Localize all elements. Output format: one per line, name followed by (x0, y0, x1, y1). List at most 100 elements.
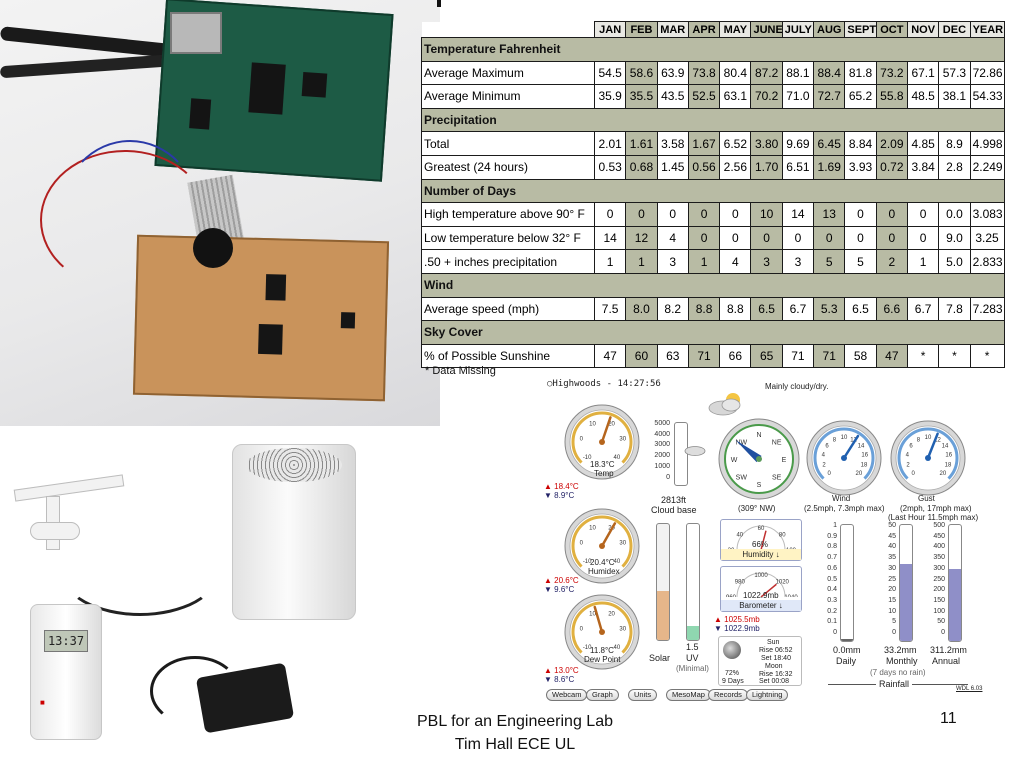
nav-button-units[interactable]: Units (628, 689, 658, 701)
scale-tick-label: 0 (666, 473, 670, 481)
table-cell: 4 (719, 249, 752, 274)
table-cell: 3.25 (969, 225, 1005, 251)
table-cell: 6.5 (844, 296, 877, 322)
table-cell: 6.51 (781, 154, 815, 180)
scale-tick-label: 300 (933, 564, 945, 572)
month-header: DEC (938, 21, 971, 38)
nav-button-mesomap[interactable]: MesoMap (666, 689, 711, 701)
moon-phase-icon (723, 641, 741, 659)
row-label: High temperature above 90° F (421, 202, 595, 227)
dial-tick-label: 4 (906, 453, 910, 459)
month-header: MAR (656, 21, 689, 38)
scale-tick-label: 0.2 (827, 607, 837, 615)
table-cell: 5.0 (938, 249, 971, 274)
barometer-trend: ↓ (778, 601, 783, 610)
table-cell: 73.2 (875, 60, 908, 86)
table-cell: 81.8 (844, 60, 877, 86)
uv-value: 1.5 (686, 642, 699, 652)
scale-tick-label: 0.4 (827, 586, 837, 594)
scale-tick-label: 0.3 (827, 596, 837, 604)
dial-tick-label: 0 (580, 437, 584, 443)
radiation-shield-top (246, 448, 342, 482)
table-cell: 8.8 (687, 296, 721, 322)
table-cell: 3.80 (750, 131, 783, 156)
table-cell: 2.01 (593, 131, 627, 156)
table-cell: 57.3 (938, 60, 971, 86)
solar-label: Solar (649, 653, 671, 663)
cloudbase-value: 2813ft (661, 495, 687, 505)
month-header: SEPT (844, 21, 877, 38)
table-cell: 0 (813, 225, 846, 251)
scale-tick-label: 0 (892, 629, 896, 637)
table-cell: 5.3 (813, 296, 846, 322)
scale-tick-label: 20 (888, 586, 896, 594)
table-cell: 1 (625, 249, 658, 274)
scale-tick-label: 40 (888, 543, 896, 551)
table-cell: 6.45 (813, 131, 846, 156)
table-cell: 6.7 (781, 296, 815, 322)
table-cell: 0.0 (938, 202, 971, 227)
table-cell: 54.33 (969, 84, 1005, 109)
table-cell: 0 (875, 202, 908, 227)
table-cell: 6.52 (719, 131, 752, 156)
dial-needle (600, 416, 612, 444)
nav-button-graph[interactable]: Graph (586, 689, 619, 701)
scale-tick-label: 25 (888, 575, 896, 583)
table-cell: * (969, 343, 1005, 369)
nav-button-webcam[interactable]: Webcam (546, 689, 588, 701)
table-cell: 71.0 (781, 84, 815, 109)
table-cell: 0 (687, 225, 721, 251)
section-header-row: Temperature Fahrenheit (421, 37, 1005, 62)
table-cell: 4.85 (906, 131, 940, 156)
table-cell: 0 (875, 225, 908, 251)
scale-tick-label: 4000 (654, 430, 670, 438)
table-cell: 7.5 (593, 296, 627, 322)
rain-note: (7 days no rain) (870, 668, 926, 677)
rain-daily-tube (840, 524, 854, 642)
scale-tick-label: 15 (888, 596, 896, 604)
table-cell: 47 (593, 343, 627, 369)
table-cell: 0.53 (593, 154, 627, 180)
table-cell: 0 (844, 225, 877, 251)
dial-tick-label: -10 (583, 645, 592, 651)
scale-tick-label: 5000 (654, 420, 670, 427)
dial-tick-label: 2 (822, 462, 826, 468)
scale-tick-label: 50 (937, 618, 945, 626)
anemometer-cups (30, 522, 80, 540)
table-cell: 80.4 (719, 60, 752, 86)
barometer-bar: Barometer ↓ (721, 600, 801, 611)
table-cell: 3 (781, 249, 815, 274)
version-label: WDL 6.03 (956, 686, 983, 692)
nav-button-records[interactable]: Records (708, 689, 748, 701)
dial-tick-label: 40 (614, 455, 621, 461)
uv-bar (686, 523, 700, 641)
table-cell: 3.58 (656, 131, 689, 156)
section-title: Temperature Fahrenheit (421, 37, 1005, 62)
cloudbase-cloud-icon (684, 446, 706, 456)
table-cell: 2.09 (875, 131, 908, 156)
table-cell: 1.61 (625, 131, 658, 156)
table-cell: 63 (656, 343, 689, 369)
footer-title-line1: PBL for an Engineering Lab (417, 713, 613, 730)
wind-bearing: (309° NW) (738, 504, 776, 513)
humidity-trend: ↓ (775, 550, 780, 559)
humidex-value: 20.4°C (590, 558, 615, 567)
nav-button-lightning[interactable]: Lightning (746, 689, 789, 701)
table-cell: 14 (593, 225, 627, 251)
section-header-row: Sky Cover (421, 320, 1005, 345)
dial-tick-label: 10 (589, 421, 596, 427)
table-cell: 71 (813, 343, 846, 369)
table-cell: 35.5 (625, 84, 658, 109)
sun-set: Set 18:40 (761, 655, 791, 662)
rain-daily-label: Daily (836, 656, 857, 666)
scale-tick-label: 100 (933, 607, 945, 615)
humidity-label: Humidity (742, 550, 774, 559)
month-header: APR (687, 21, 721, 38)
table-cell: 5 (844, 249, 877, 274)
anemometer-vane (13, 474, 125, 502)
scale-tick-label: 0.8 (827, 543, 837, 551)
dial-tick-label: 20 (940, 471, 947, 477)
